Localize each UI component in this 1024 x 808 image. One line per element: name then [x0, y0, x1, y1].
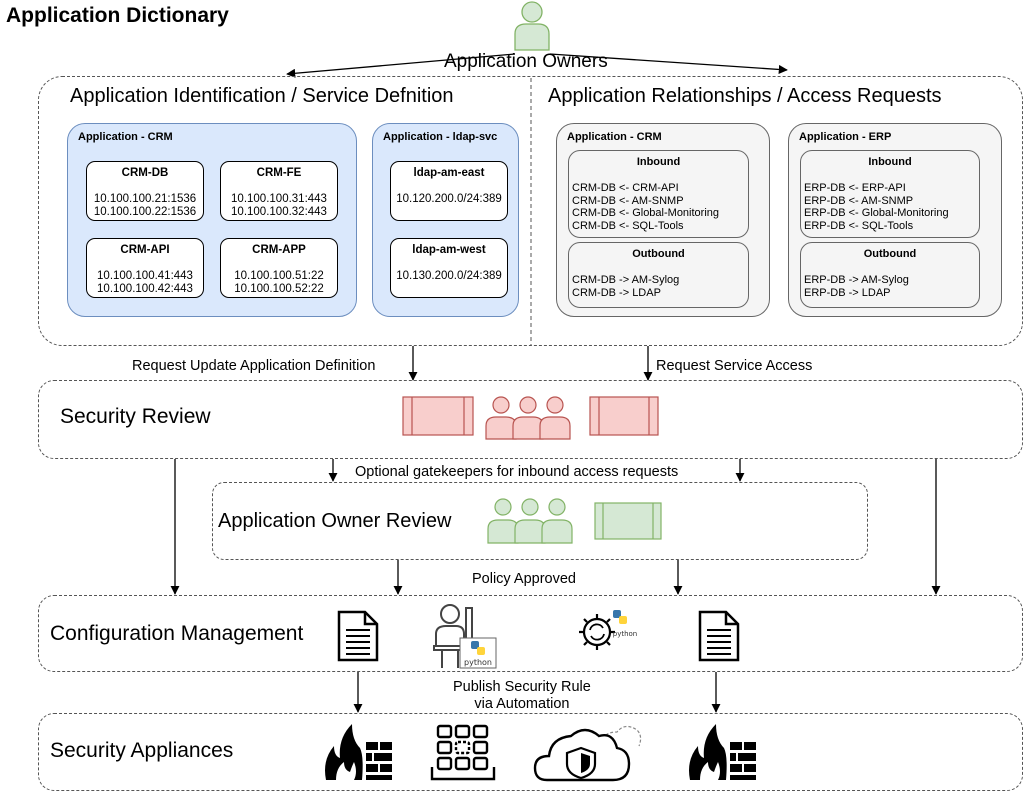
config-mgmt-label: Configuration Management [50, 622, 304, 645]
service-crm-api[interactable]: CRM-API 10.100.100.41:443 10.100.100.42:… [86, 238, 204, 298]
inbound-rule: CRM-DB <- SQL-Tools [572, 219, 684, 232]
outbound-label: Outbound [632, 248, 685, 260]
config-mgmt-stage [38, 595, 1023, 672]
owner-review-label: Application Owner Review [218, 510, 452, 532]
relationship-group-title: Application - ERP [799, 131, 892, 143]
document-icon [337, 610, 379, 662]
python-caption: python [464, 658, 492, 667]
service-crm-app[interactable]: CRM-APP 10.100.100.51:22 10.100.100.52:2… [220, 238, 338, 298]
inbound-rule: ERP-DB <- ERP-API [804, 182, 906, 194]
service-name: CRM-DB [121, 167, 169, 179]
outbound-rule: CRM-DB -> AM-Sylog [572, 274, 680, 286]
service-address: 10.100.100.52:22 [234, 283, 324, 295]
page-title: Application Dictionary [6, 4, 229, 27]
owner-review-icons [487, 498, 662, 544]
process-box-icon [402, 396, 474, 436]
publish-line-1: Publish Security Rule [453, 679, 591, 695]
outbound-box-erp[interactable]: Outbound ERP-DB -> AM-Sylog ERP-DB -> LD… [800, 242, 980, 308]
relationship-group-title: Application - CRM [567, 131, 662, 143]
service-address: 10.100.100.22:1536 [93, 206, 197, 218]
python-automation-gear-icon: python [579, 610, 638, 650]
python-developer-icon: python [433, 604, 497, 669]
service-address: 10.100.100.21:1536 [93, 193, 197, 205]
left-panel-heading: Application Identification / Service Def… [70, 85, 454, 107]
firewall-icon [689, 724, 756, 780]
inbound-rule: ERP-DB <- AM-SNMP [804, 194, 914, 207]
owner-review-stage [212, 482, 868, 560]
right-panel-heading: Application Relationships / Access Reque… [548, 85, 942, 107]
service-address: 10.100.100.31:443 [231, 193, 327, 205]
outbound-rule: ERP-DB -> LDAP [804, 286, 891, 299]
security-review-label: Security Review [60, 405, 211, 428]
reviewers-group-icon [485, 396, 571, 440]
inbound-rule: ERP-DB <- Global-Monitoring [804, 207, 949, 219]
inbound-label: Inbound [868, 156, 912, 168]
outbound-box-crm[interactable]: Outbound CRM-DB -> AM-Sylog CRM-DB -> LD… [568, 242, 749, 308]
publish-line-2: via Automation [474, 696, 570, 712]
edge-label-optional-gatekeepers: Optional gatekeepers for inbound access … [355, 464, 679, 480]
application-owners-label: Application Owners [444, 51, 608, 72]
cloud-security-icon [533, 725, 642, 782]
service-ldap-am-east[interactable]: ldap-am-east 10.120.200.0/24:389 [390, 161, 508, 221]
service-name: CRM-APP [252, 244, 306, 256]
python-caption: python [613, 630, 638, 638]
edge-label-publish: Publish Security Rule via Automation [453, 679, 591, 713]
service-name: CRM-API [120, 244, 170, 256]
application-dictionary-panel [38, 76, 1023, 346]
service-crm-db[interactable]: CRM-DB 10.100.100.21:1536 10.100.100.22:… [86, 161, 204, 221]
process-box-icon [589, 396, 659, 436]
service-name: ldap-am-west [412, 244, 486, 256]
outbound-rule: CRM-DB -> LDAP [572, 286, 661, 299]
app-group-title: Application - ldap-svc [383, 131, 498, 143]
process-box-icon [594, 502, 662, 540]
security-appliances-label: Security Appliances [50, 739, 234, 762]
inbound-label: Inbound [636, 156, 681, 168]
edge-label-request-update: Request Update Application Definition [132, 358, 376, 374]
service-name: CRM-FE [256, 167, 302, 179]
security-review-stage [38, 380, 1023, 459]
outbound-rule: ERP-DB -> AM-Sylog [804, 274, 909, 286]
inbound-rule: ERP-DB <- SQL-Tools [804, 219, 914, 232]
edge-label-policy-approved: Policy Approved [472, 571, 576, 587]
service-address: 10.130.200.0/24:389 [396, 270, 502, 282]
service-crm-fe[interactable]: CRM-FE 10.100.100.31:443 10.100.100.32:4… [220, 161, 338, 221]
firewall-icon [325, 724, 392, 780]
inbound-rule: CRM-DB <- Global-Monitoring [572, 207, 720, 219]
edge-label-request-access: Request Service Access [656, 358, 813, 374]
service-name: ldap-am-east [413, 167, 485, 179]
service-address: 10.120.200.0/24:389 [396, 193, 502, 205]
security-appliances-stage [38, 713, 1023, 791]
service-address: 10.100.100.42:443 [97, 283, 193, 295]
inbound-rule: CRM-DB <- AM-SNMP [572, 194, 684, 207]
service-ldap-am-west[interactable]: ldap-am-west 10.130.200.0/24:389 [390, 238, 508, 298]
network-switch-grid-icon [430, 724, 496, 781]
owners-group-icon [487, 498, 573, 544]
app-group-title: Application - CRM [78, 131, 173, 143]
service-address: 10.100.100.32:443 [231, 206, 327, 218]
application-owner-user-icon [514, 1, 550, 51]
outbound-label: Outbound [863, 248, 917, 260]
inbound-rule: CRM-DB <- CRM-API [572, 182, 679, 194]
document-icon [698, 610, 740, 662]
inbound-box-crm[interactable]: Inbound CRM-DB <- CRM-API CRM-DB <- AM-S… [568, 150, 749, 238]
service-address: 10.100.100.51:22 [234, 270, 324, 282]
arrow-owners-right [549, 53, 788, 74]
arrow-owners-left [286, 53, 516, 78]
service-address: 10.100.100.41:443 [97, 270, 193, 282]
security-review-icons [402, 396, 659, 440]
inbound-box-erp[interactable]: Inbound ERP-DB <- ERP-API ERP-DB <- AM-S… [800, 150, 980, 238]
